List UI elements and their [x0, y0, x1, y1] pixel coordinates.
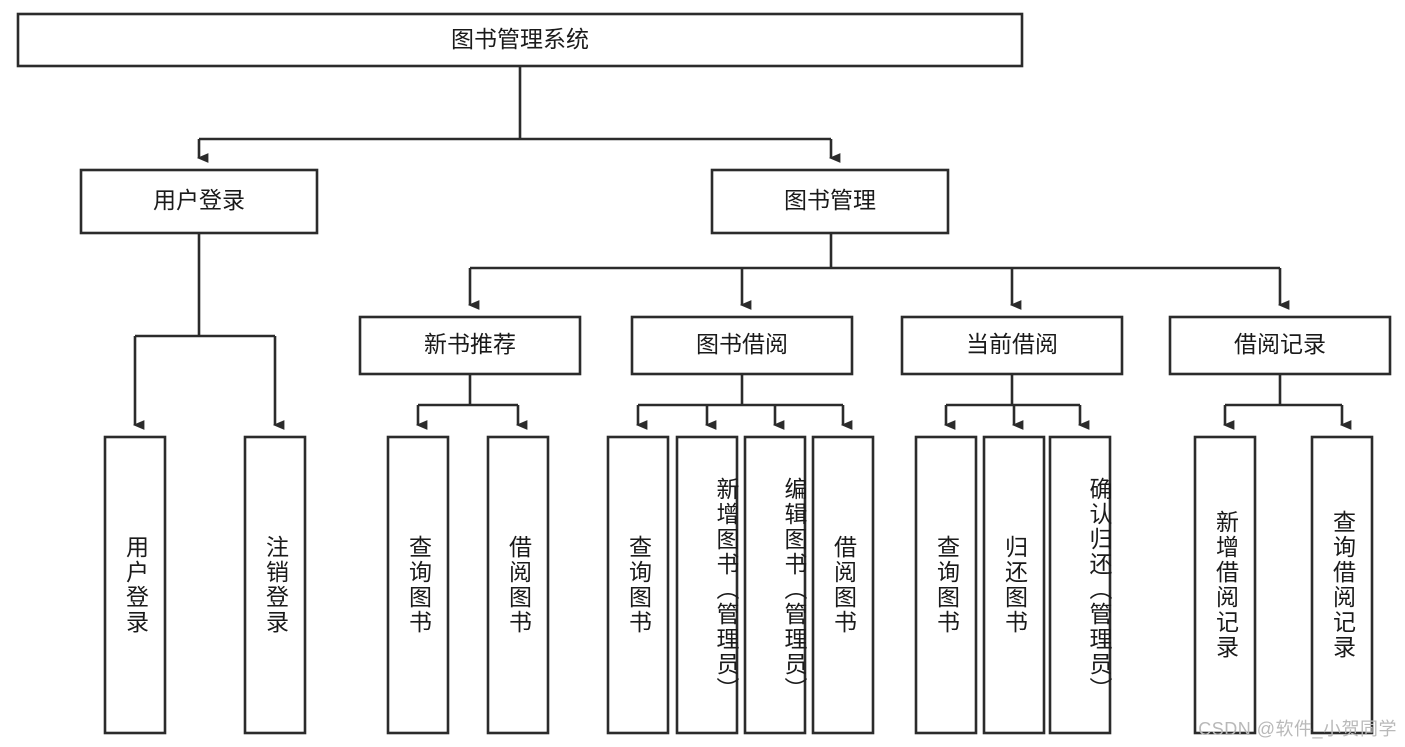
node-new-book-rec-label: 新书推荐	[424, 331, 516, 357]
leaf-edit-book-rect[interactable]	[743, 435, 807, 735]
leaf-query-record-rect[interactable]	[1310, 435, 1374, 735]
node-user-login[interactable]: 用户登录	[79, 168, 319, 235]
connector-group-user-login	[132, 233, 285, 430]
connector-group-book-borrow	[635, 374, 853, 430]
leaf-query-book-borrow-rect[interactable]	[606, 435, 670, 735]
node-user-login-label: 用户登录	[153, 187, 245, 213]
leaf-return-book-rect[interactable]	[982, 435, 1046, 735]
node-borrow-record-rect[interactable]	[1168, 315, 1392, 376]
node-current-borrow[interactable]: 当前借阅	[900, 315, 1124, 376]
node-current-borrow-label: 当前借阅	[966, 331, 1058, 357]
leaf-borrow-book-rect[interactable]	[811, 435, 875, 735]
csdn-watermark: CSDN @软件_小贺同学	[1198, 719, 1397, 739]
node-book-borrow-rect[interactable]	[630, 315, 854, 376]
node-root[interactable]: 图书管理系统	[16, 12, 1024, 68]
node-borrow-record[interactable]: 借阅记录	[1168, 315, 1392, 376]
leaf-query-book-rec-rect[interactable]	[386, 435, 450, 735]
node-book-manage-rect[interactable]	[710, 168, 950, 235]
leaf-boxes	[103, 435, 1374, 735]
connector-group-borrow-record	[1222, 374, 1352, 430]
connector-group-book-manage	[467, 233, 1290, 310]
leaf-user-login-rect[interactable]	[103, 435, 167, 735]
leaf-query-book-cur-rect[interactable]	[914, 435, 978, 735]
node-current-borrow-rect[interactable]	[900, 315, 1124, 376]
node-book-manage[interactable]: 图书管理	[710, 168, 950, 235]
node-borrow-record-label: 借阅记录	[1234, 331, 1326, 357]
connector-group-root	[196, 66, 841, 163]
connector-group-current-borrow	[943, 374, 1090, 430]
node-new-book-rec[interactable]: 新书推荐	[358, 315, 582, 376]
node-root-rect[interactable]	[16, 12, 1024, 68]
connector-group-new-book-rec	[415, 374, 528, 430]
leaf-add-record-rect[interactable]	[1193, 435, 1257, 735]
node-root-label: 图书管理系统	[451, 26, 589, 52]
leaf-confirm-return-rect[interactable]	[1048, 435, 1112, 735]
node-user-login-rect[interactable]	[79, 168, 319, 235]
node-book-manage-label: 图书管理	[784, 187, 876, 213]
leaf-user-logout-rect[interactable]	[243, 435, 307, 735]
node-book-borrow[interactable]: 图书借阅	[630, 315, 854, 376]
leaf-add-book-rect[interactable]	[675, 435, 739, 735]
node-book-borrow-label: 图书借阅	[696, 331, 788, 357]
node-new-book-rec-rect[interactable]	[358, 315, 582, 376]
leaf-borrow-book-rec-rect[interactable]	[486, 435, 550, 735]
